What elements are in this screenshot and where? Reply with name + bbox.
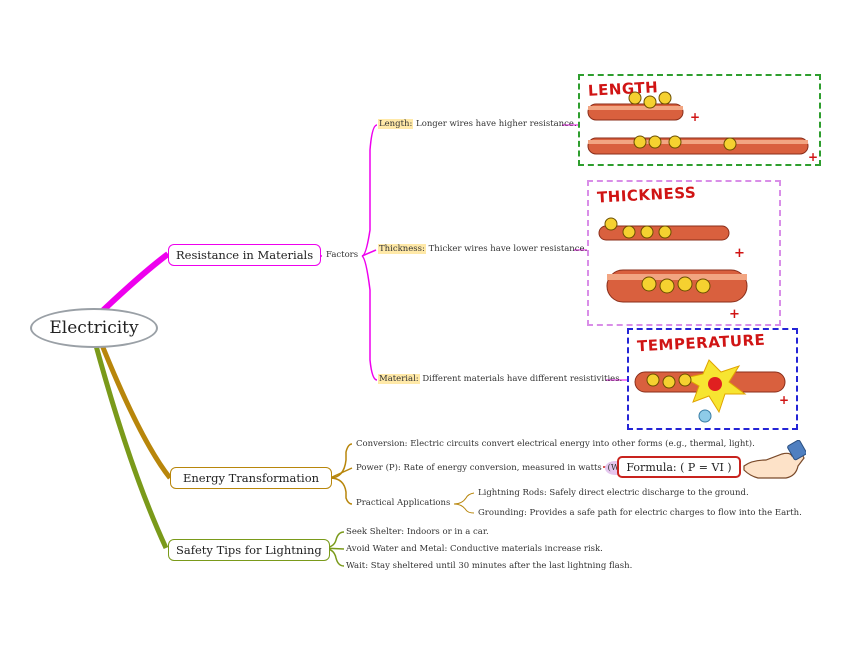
node-practical-applications[interactable]: Practical Applications <box>356 498 451 508</box>
node-seek-shelter[interactable]: Seek Shelter: Indoors or in a car. <box>346 527 489 537</box>
node-avoid-water-metal[interactable]: Avoid Water and Metal: Conductive materi… <box>346 544 603 554</box>
length-text: Longer wires have higher resistance. <box>413 119 577 129</box>
image-thickness: THICKNESS + + <box>587 180 781 326</box>
node-wait[interactable]: Wait: Stay sheltered until 30 minutes af… <box>346 561 633 571</box>
pointing-hand-icon <box>743 440 806 479</box>
power-text: Power (P): Rate of energy conversion, me… <box>356 463 605 473</box>
length-wire-illustration: + + <box>587 91 818 164</box>
node-grounding[interactable]: Grounding: Provides a safe path for elec… <box>478 508 802 518</box>
node-thickness[interactable]: Thickness: Thicker wires have lower resi… <box>378 244 587 254</box>
node-formula[interactable]: Formula: ( P = VI ) <box>617 456 741 478</box>
node-resistance-in-materials[interactable]: Resistance in Materials <box>168 244 322 266</box>
material-key: Material: <box>378 374 420 384</box>
svg-text:+: + <box>779 393 789 407</box>
node-material[interactable]: Material: Different materials have diffe… <box>378 374 622 384</box>
svg-text:+: + <box>808 150 818 164</box>
temperature-wire-illustration: + <box>634 359 789 423</box>
node-safety-tips[interactable]: Safety Tips for Lightning <box>168 539 330 561</box>
svg-text:+: + <box>729 307 740 322</box>
node-conversion[interactable]: Conversion: Electric circuits convert el… <box>356 439 755 449</box>
link-safety <box>92 341 169 550</box>
node-energy-transformation[interactable]: Energy Transformation <box>170 467 333 489</box>
node-power[interactable]: Power (P): Rate of energy conversion, me… <box>356 461 629 475</box>
svg-text:+: + <box>734 246 745 261</box>
image-length: LENGTH + + <box>578 74 821 166</box>
svg-text:+: + <box>690 110 700 124</box>
material-text: Different materials have different resis… <box>419 374 623 384</box>
length-key: Length: <box>378 119 414 129</box>
thickness-text: Thicker wires have lower resistance. <box>425 244 588 254</box>
image-temperature: TEMPERATURE + <box>627 328 798 430</box>
link-energy <box>97 339 172 480</box>
thickness-key: Thickness: <box>378 244 426 254</box>
node-factors[interactable]: Factors <box>326 250 359 260</box>
node-length[interactable]: Length: Longer wires have higher resista… <box>378 119 577 129</box>
node-lightning-rods[interactable]: Lightning Rods: Safely direct electric d… <box>478 488 749 498</box>
thickness-wire-illustration: + + <box>598 217 748 322</box>
root-node[interactable]: Electricity <box>30 308 158 348</box>
